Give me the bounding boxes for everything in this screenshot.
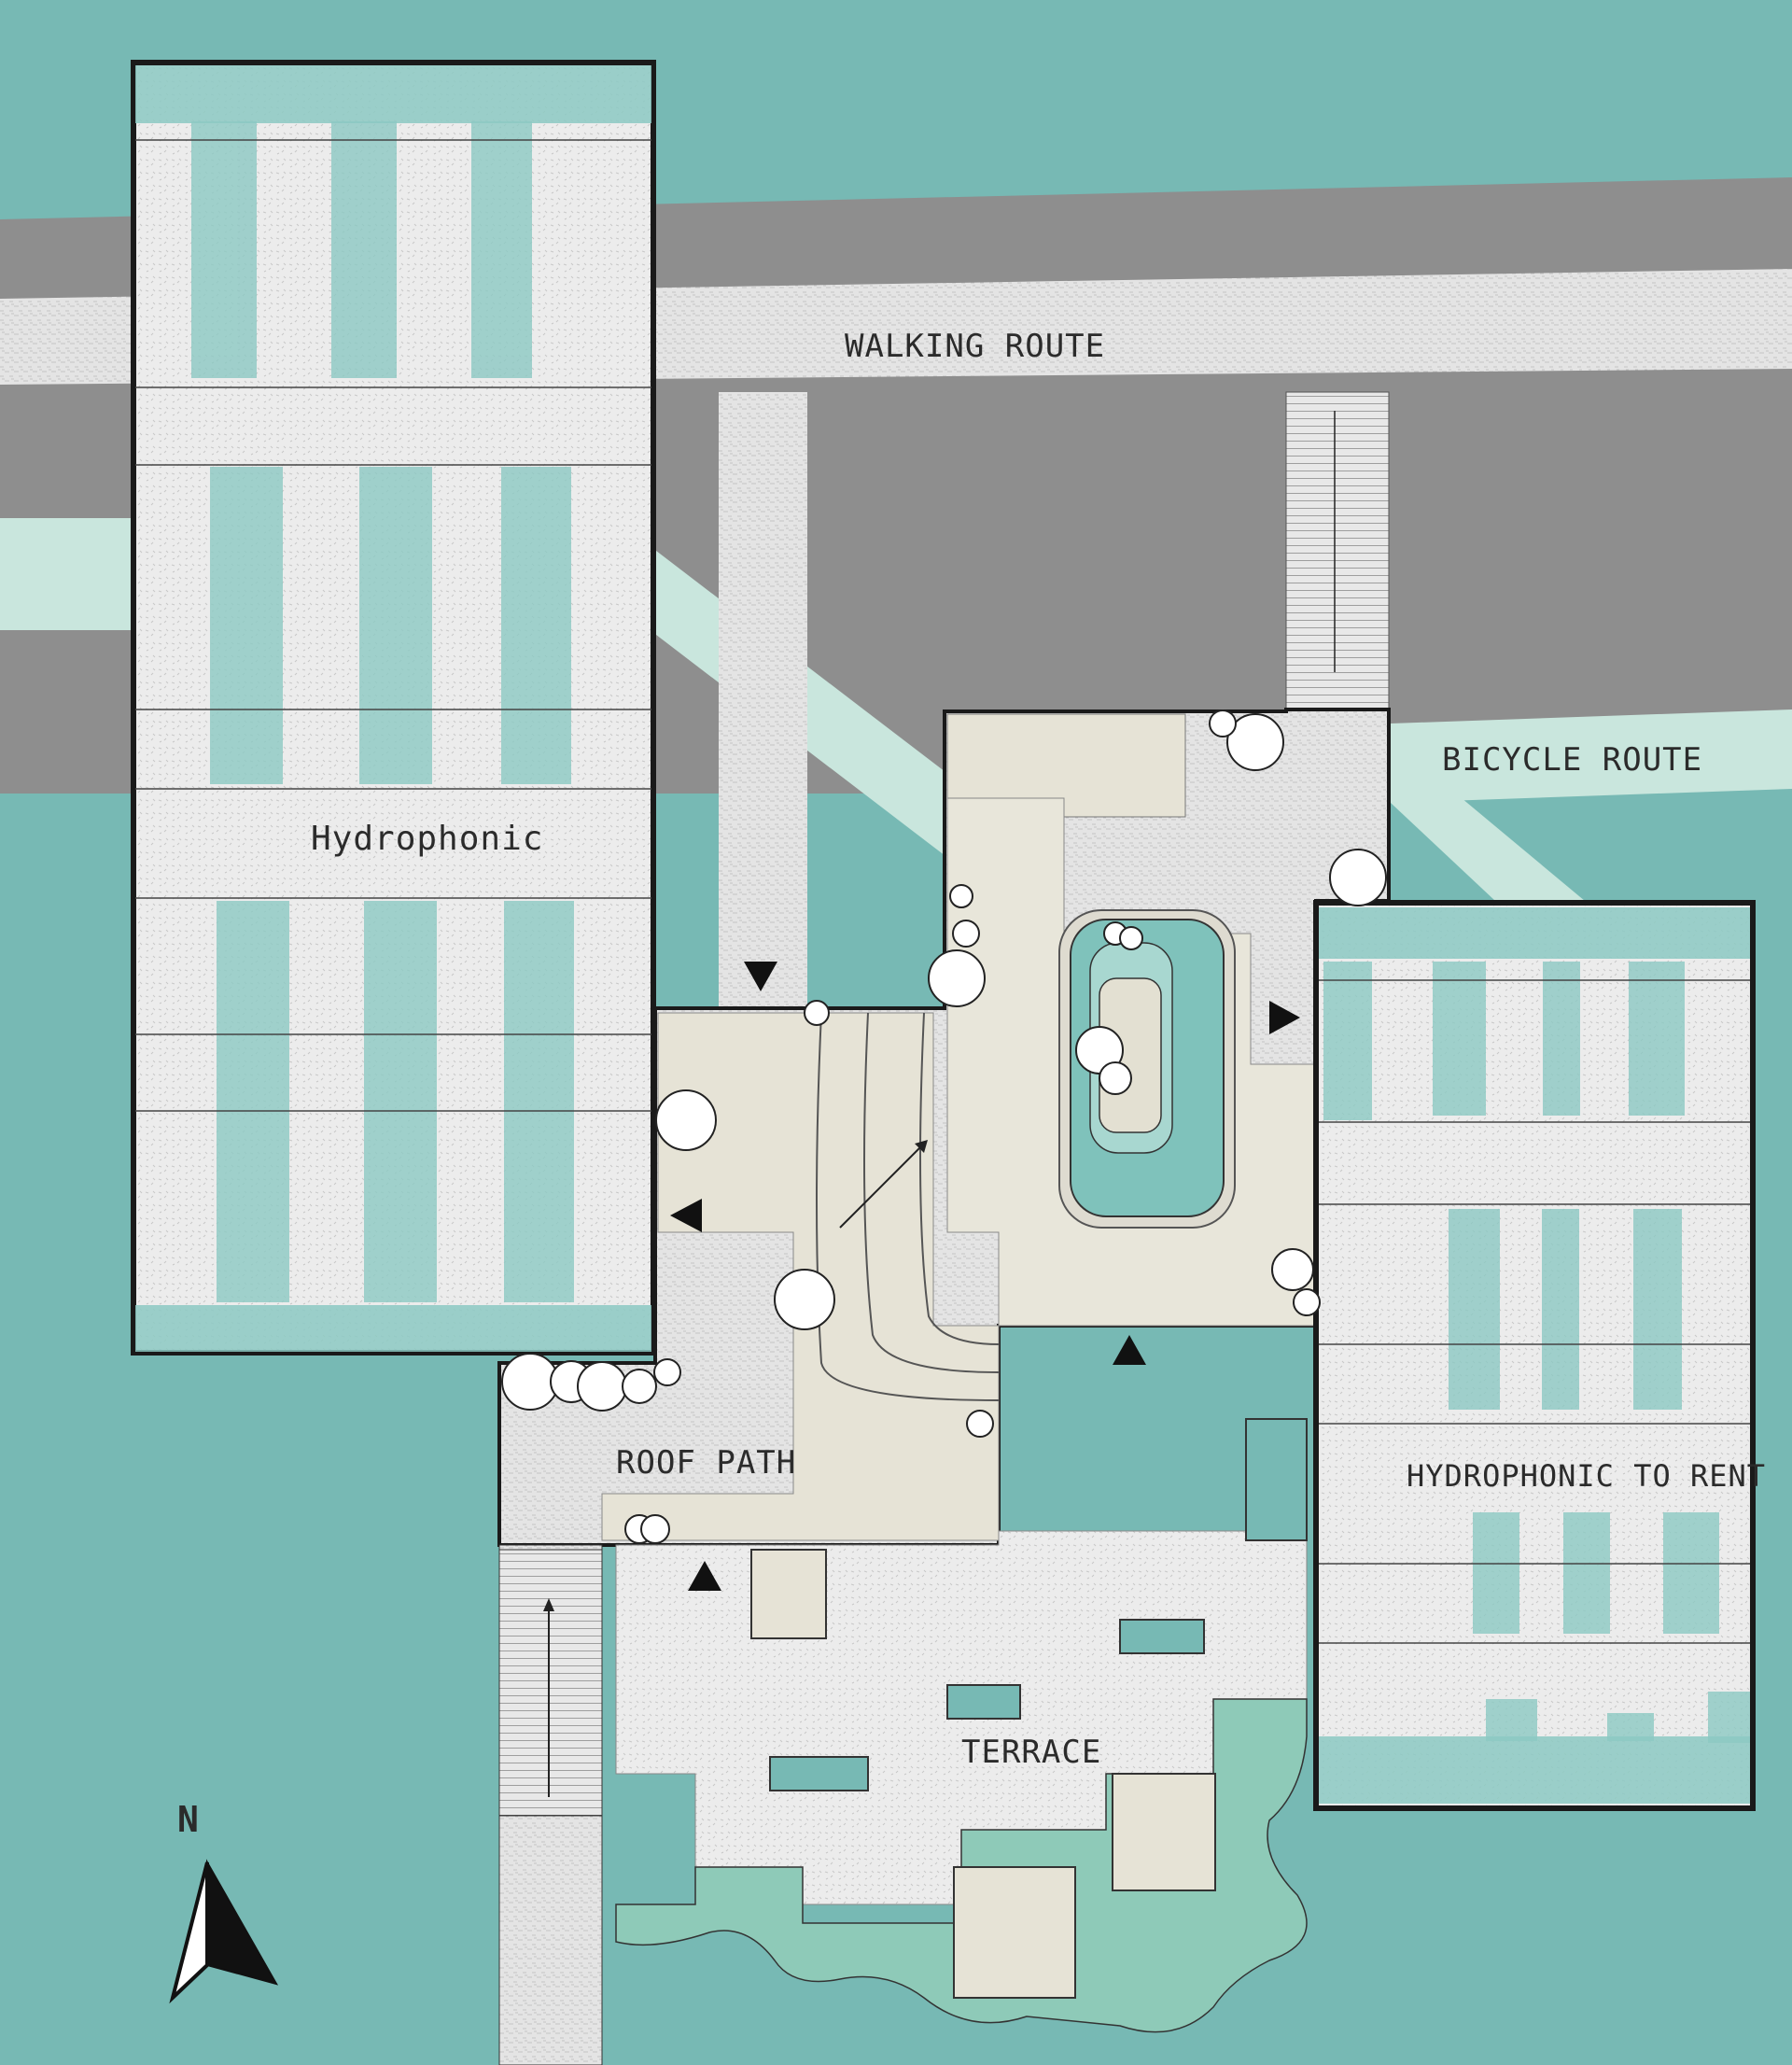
terrace-pool-4 — [1245, 1418, 1308, 1541]
pier-arrow-head — [543, 1598, 554, 1611]
bicycle-lane-left — [0, 518, 140, 630]
roof-path-arrow-head — [915, 1140, 928, 1153]
entrance-arrow-east — [1269, 1001, 1300, 1034]
label-roof-path: ROOF PATH — [616, 1444, 796, 1482]
north-compass: N — [169, 1799, 279, 2004]
compass-letter: N — [177, 1799, 200, 1840]
terrace-pool-1 — [769, 1756, 869, 1791]
pier-stairs — [498, 1549, 603, 1817]
terrace-pool-2 — [946, 1684, 1021, 1720]
north-arrow-dark-half — [206, 1859, 279, 1986]
label-hydrophonic: Hydrophonic — [311, 820, 543, 858]
entrance-arrow-south-center — [1113, 1335, 1146, 1365]
trees — [501, 709, 1387, 1544]
walking-route-bridge — [1285, 391, 1390, 710]
label-terrace: TERRACE — [961, 1734, 1101, 1771]
entrance-arrows — [670, 962, 1300, 1591]
label-walking-route: WALKING ROUTE — [845, 328, 1105, 365]
terrace-pool-3 — [1119, 1619, 1205, 1654]
entrance-arrow-north — [744, 962, 777, 991]
hydrophonic-building-right — [1313, 900, 1756, 1811]
roof-path-arrow — [839, 1143, 925, 1229]
entrance-arrow-west — [670, 1199, 702, 1232]
label-bicycle-route: BICYCLE ROUTE — [1442, 741, 1702, 779]
hydrophonic-building-left — [131, 60, 656, 1356]
planter-squares — [750, 1549, 1216, 1999]
walking-route-spur — [719, 392, 807, 1027]
roof-path-curves — [816, 1012, 1000, 1401]
bicycle-lane-right — [1391, 709, 1792, 803]
label-hydrophonic-to-rent: HYDROPHONIC TO RENT — [1407, 1458, 1766, 1494]
entrance-arrow-south-west — [688, 1561, 721, 1591]
